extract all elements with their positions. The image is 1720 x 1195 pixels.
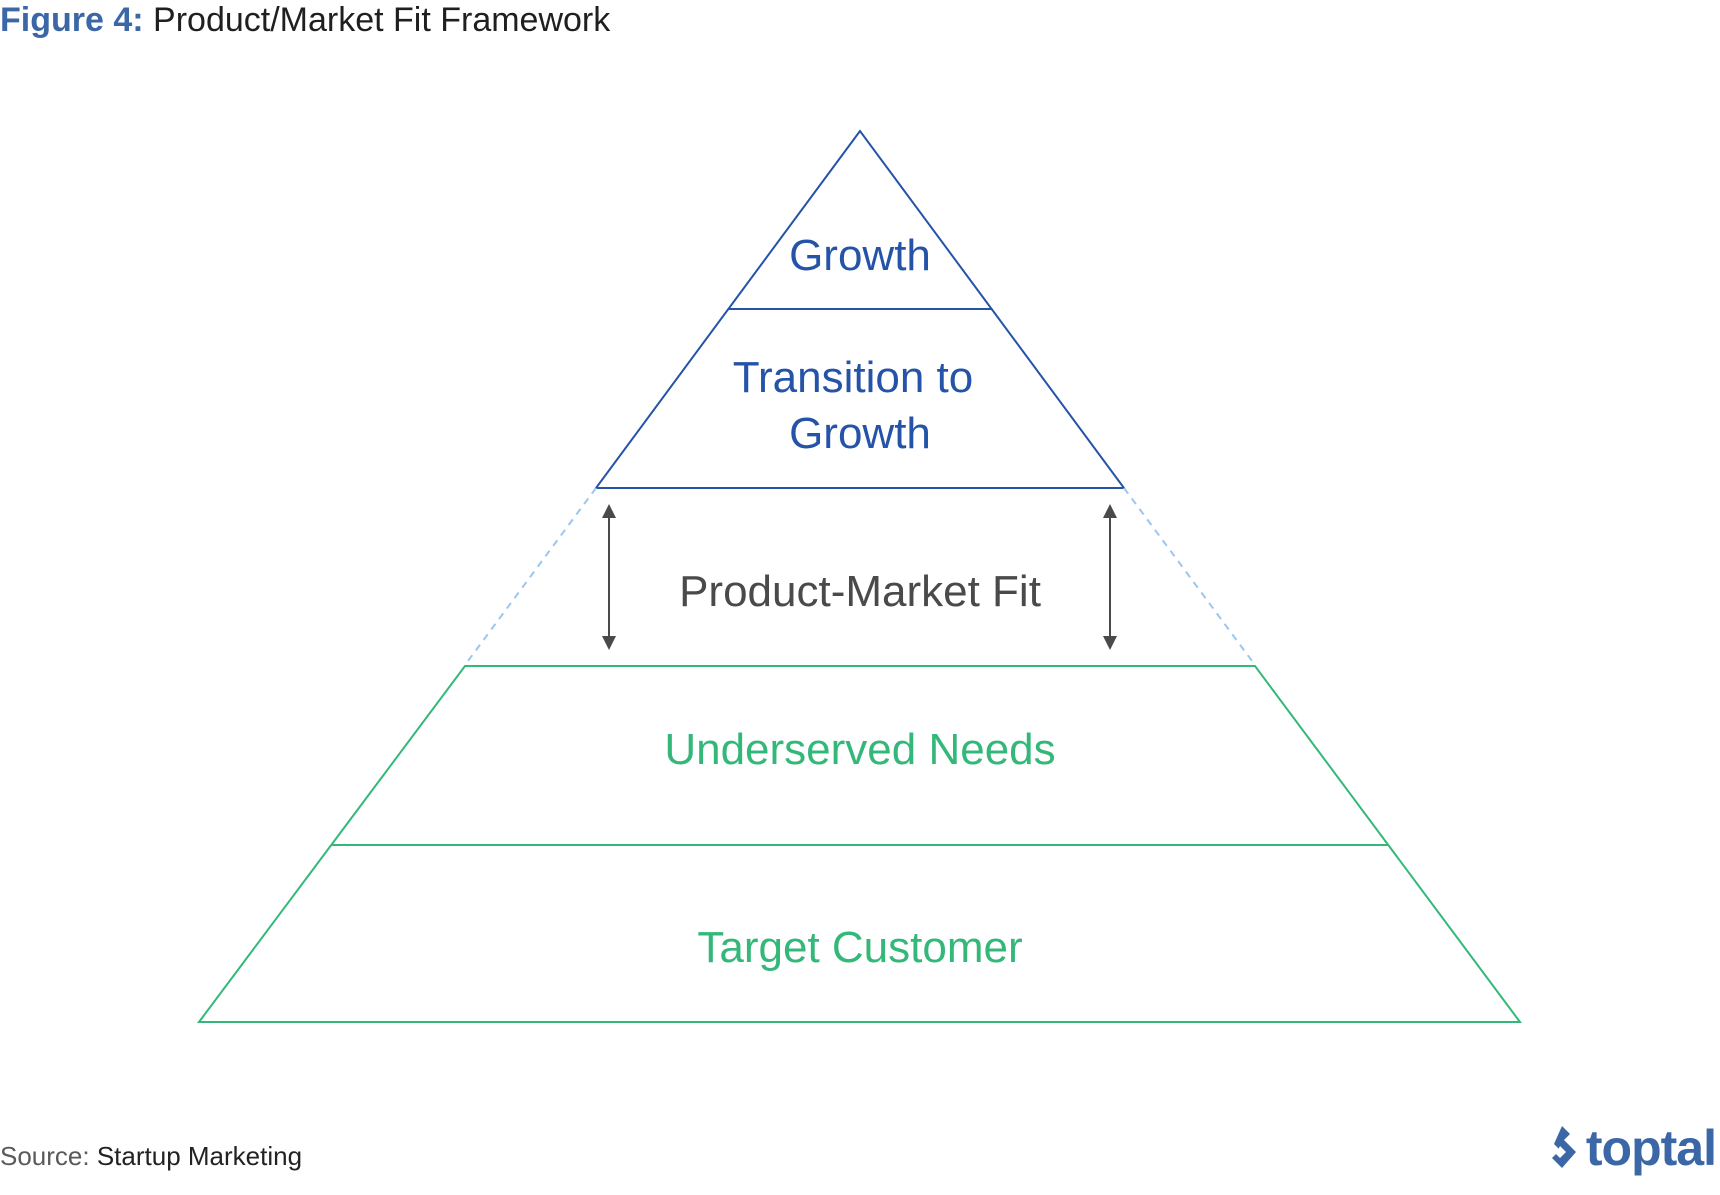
source-value: Startup Marketing bbox=[96, 1141, 303, 1171]
transition-label-line1: Transition to bbox=[733, 353, 973, 402]
toptal-logo-text: toptal bbox=[1585, 1120, 1717, 1176]
underserved-needs-label: Underserved Needs bbox=[664, 725, 1055, 774]
source-label: Source: bbox=[0, 1141, 90, 1171]
figure-title-text: Product/Market Fit Framework bbox=[153, 1, 611, 39]
source-caption: Source: Startup Marketing bbox=[0, 1140, 302, 1172]
right-dashed-edge bbox=[1123, 487, 1256, 666]
growth-label: Growth bbox=[789, 231, 931, 280]
figure-number: Figure 4: bbox=[0, 1, 144, 39]
left-dashed-edge bbox=[464, 487, 597, 666]
pyramid-bottom-section bbox=[197, 665, 1522, 1023]
target-customer-label: Target Customer bbox=[697, 923, 1022, 972]
product-market-fit-label: Product-Market Fit bbox=[679, 567, 1041, 616]
transition-label-line2: Growth bbox=[789, 409, 931, 458]
figure-title: Figure 4: Product/Market Fit Framework bbox=[0, 0, 610, 40]
toptal-logo-icon bbox=[1551, 1126, 1576, 1168]
toptal-logo: toptal bbox=[1548, 1118, 1717, 1178]
